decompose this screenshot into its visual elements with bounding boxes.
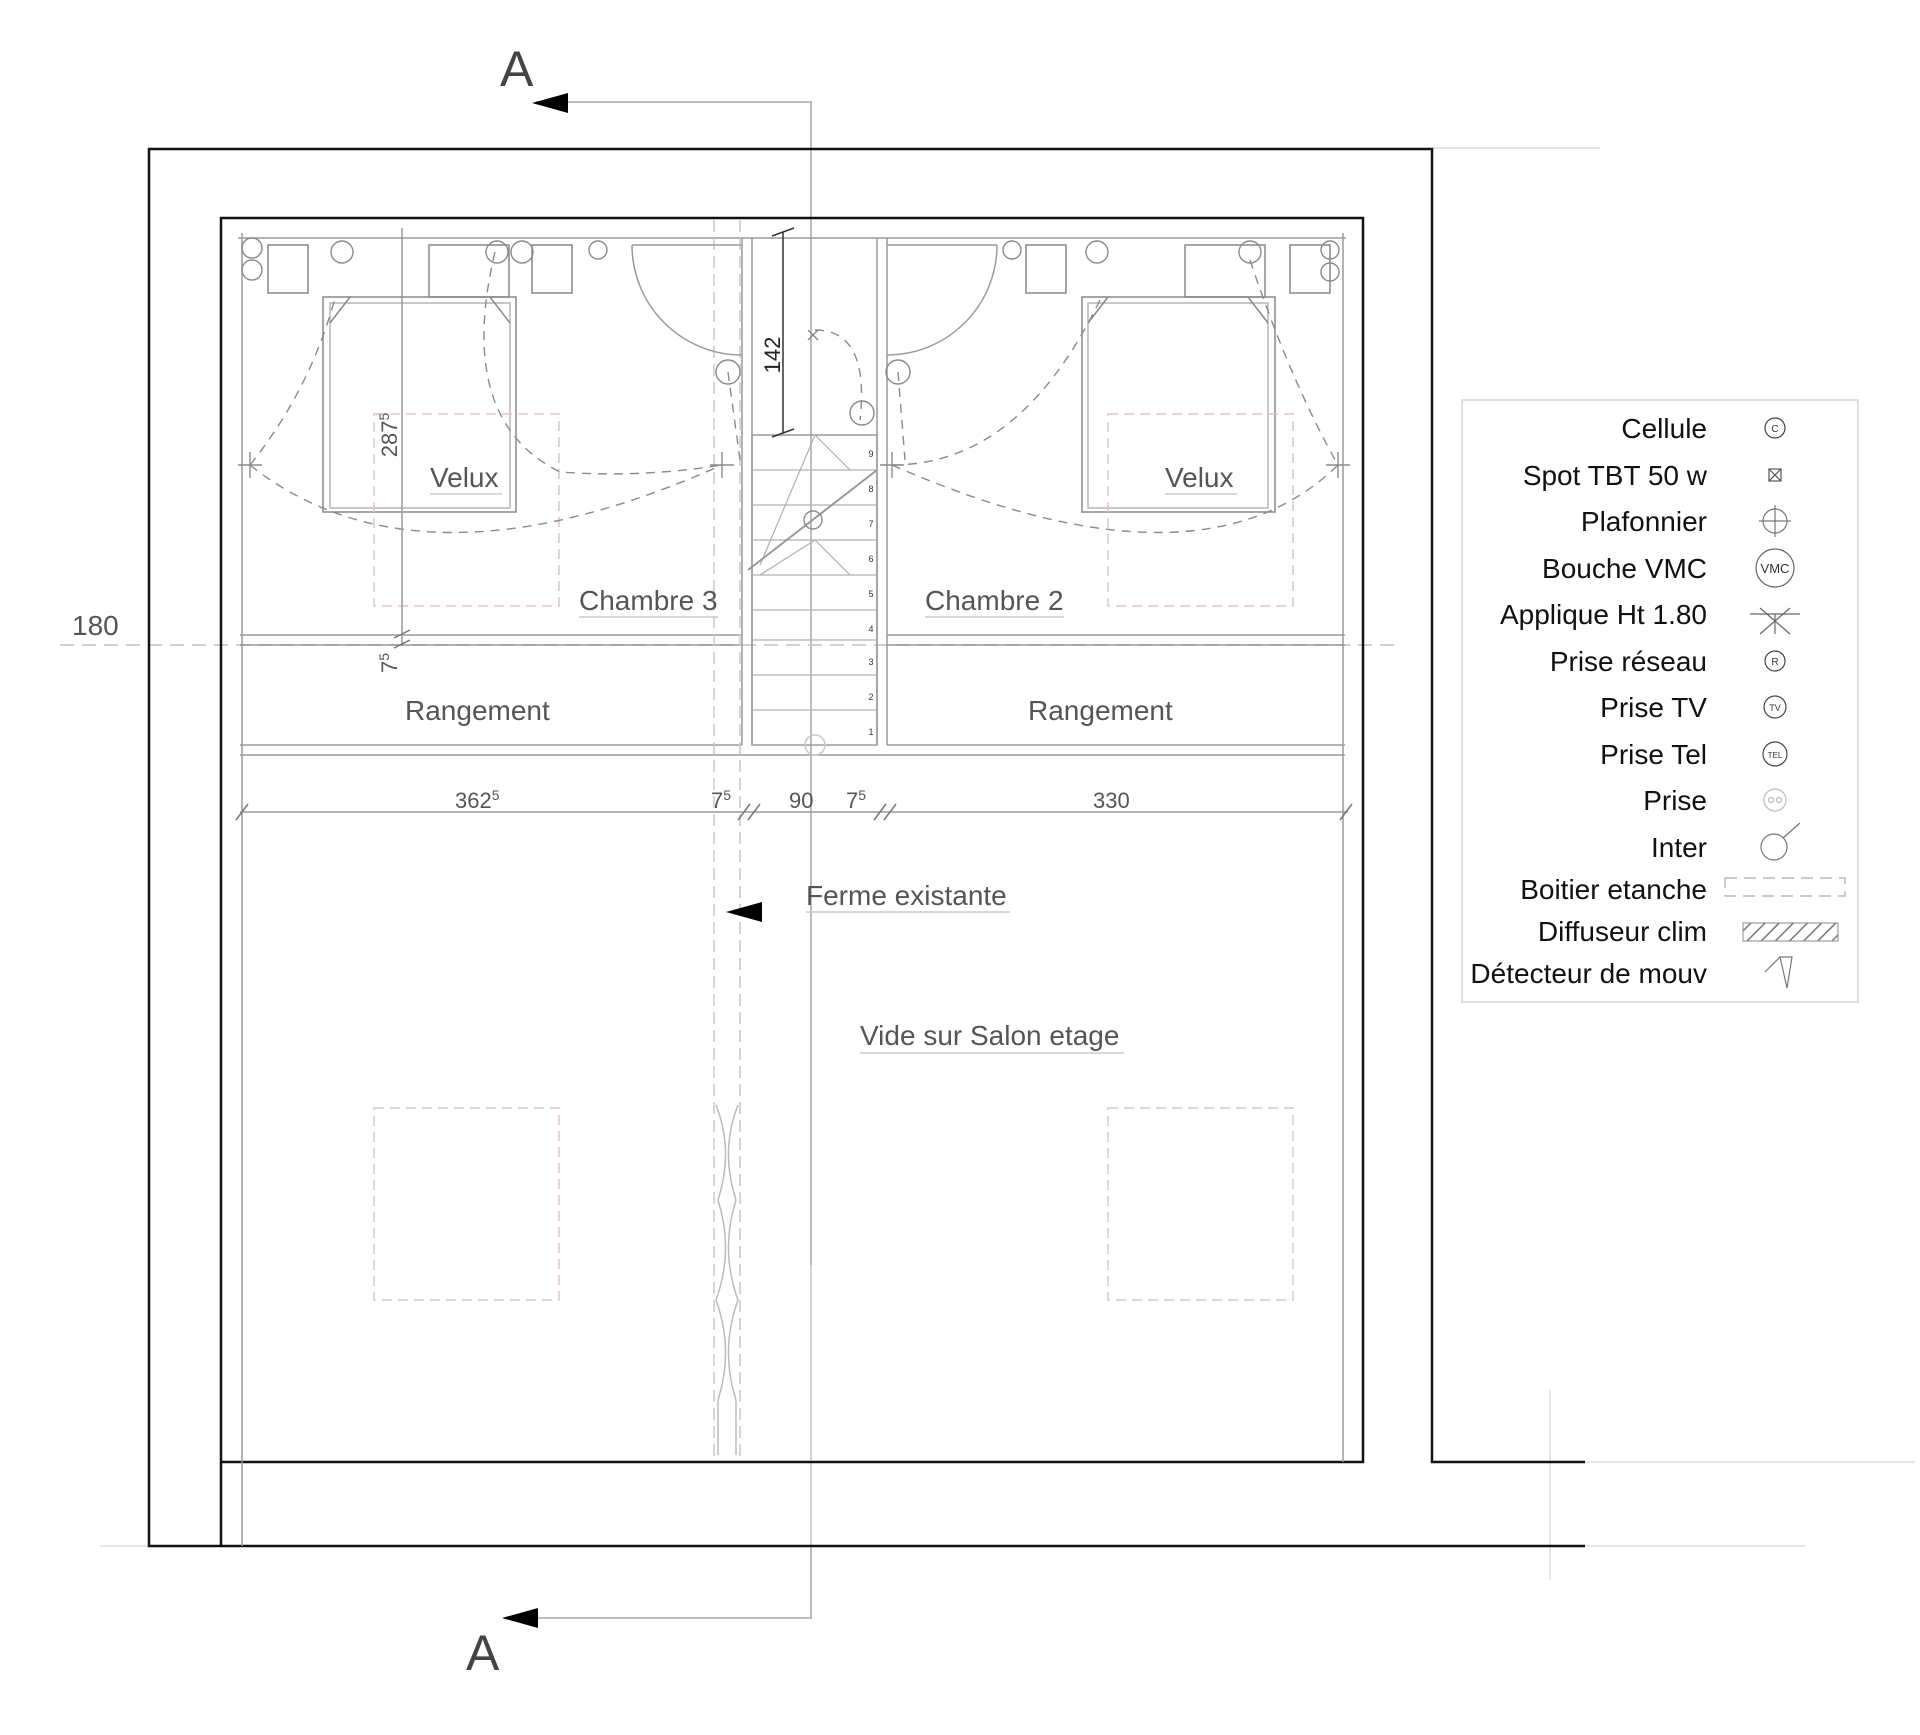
dim-362: 3625 — [455, 787, 500, 813]
level-180: 180 — [60, 610, 1400, 646]
doors — [631, 244, 998, 356]
dim-stair-142: 142 — [760, 337, 785, 374]
section-arrow-top — [532, 93, 568, 113]
dim-7-left: 75 — [711, 787, 731, 813]
legend-frame — [1461, 399, 1859, 1003]
section-arrow-bottom — [502, 1608, 538, 1628]
stair-step-4: 4 — [868, 624, 873, 634]
dimension-lines — [235, 227, 1353, 821]
detecteur-icon — [1764, 956, 1793, 989]
svg-text:VMC: VMC — [1761, 561, 1790, 576]
legend-label-applique: Applique Ht 1.80 — [1500, 599, 1707, 630]
legend-label-detecteur: Détecteur de mouv — [1470, 958, 1707, 989]
legend-label-boitier: Boitier etanche — [1520, 874, 1707, 905]
room-rangement-right: Rangement — [1028, 695, 1173, 726]
staircase: 1 2 3 4 5 6 7 8 9 — [747, 434, 878, 756]
extension-lines — [100, 147, 1915, 1580]
section-marker-bottom: A — [466, 1625, 500, 1681]
outer-wall — [147, 147, 1585, 1548]
legend-label-prise-tel: Prise Tel — [1600, 739, 1707, 770]
legend-label-diffuseur: Diffuseur clim — [1538, 916, 1707, 947]
applique-icon — [1750, 607, 1800, 635]
bed-left — [322, 296, 517, 513]
legend-label-spot: Spot TBT 50 w — [1523, 460, 1708, 491]
room-chambre3: Chambre 3 — [579, 585, 718, 616]
legend: Cellule Spot TBT 50 w Plafonnier Bouche … — [1461, 399, 1859, 1003]
label-vide-salon: Vide sur Salon etage — [860, 1020, 1119, 1051]
dim-90: 90 — [789, 788, 813, 813]
legend-label-prise: Prise — [1643, 785, 1707, 816]
plafonnier-icon — [1759, 505, 1791, 537]
stair-step-6: 6 — [868, 554, 873, 564]
stair-step-5: 5 — [868, 589, 873, 599]
legend-label-cellule: Cellule — [1621, 413, 1707, 444]
prise-tel-icon: TEL — [1762, 741, 1788, 767]
dim-330: 330 — [1093, 788, 1130, 813]
level-mark-label: 180 — [72, 610, 119, 641]
section-marker-top: A — [500, 41, 534, 97]
velux-left-label: Velux — [430, 462, 499, 493]
room-chambre2: Chambre 2 — [925, 585, 1064, 616]
legend-label-prise-tv: Prise TV — [1600, 692, 1707, 723]
dim-small-left: 75 — [376, 653, 402, 673]
prise-tv-icon: TV — [1763, 695, 1787, 719]
section-line: A A — [466, 41, 812, 1681]
svg-text:C: C — [1771, 424, 1778, 435]
label-ferme-existante: Ferme existante — [806, 880, 1007, 911]
legend-label-prise-reseau: Prise réseau — [1550, 646, 1707, 677]
bed-right — [1081, 296, 1276, 513]
dim-bed-depth: 2875 — [376, 413, 402, 458]
stair-step-9: 9 — [868, 449, 873, 459]
stair-step-3: 3 — [868, 657, 873, 667]
prise-reseau-icon: R — [1764, 650, 1786, 672]
furniture — [267, 244, 1331, 513]
stair-step-2: 2 — [868, 692, 873, 702]
truss — [713, 220, 762, 1460]
plan-labels: 142 2875 75 Velux Velux Chambre 3 Chambr… — [376, 337, 1237, 1054]
inter-icon — [1760, 822, 1801, 861]
dim-7-right: 75 — [846, 787, 866, 813]
svg-text:TEL: TEL — [1768, 751, 1783, 760]
vmc-icon: VMC — [1755, 548, 1795, 588]
partitions — [240, 238, 1345, 756]
stair-step-8: 8 — [868, 484, 873, 494]
prise-icon — [1763, 788, 1787, 812]
stair-step-1: 1 — [868, 727, 873, 737]
stair-step-7: 7 — [868, 519, 873, 529]
truss-arrow — [726, 902, 762, 922]
diffuseur-icon — [1742, 922, 1839, 942]
legend-label-vmc: Bouche VMC — [1542, 553, 1707, 584]
inner-wall — [219, 216, 1365, 1464]
cellule-icon: C — [1764, 417, 1786, 439]
spot-icon — [1768, 468, 1782, 482]
plan-symbols — [238, 237, 1350, 530]
boitier-icon — [1724, 877, 1846, 897]
legend-label-inter: Inter — [1651, 832, 1707, 863]
svg-text:TV: TV — [1769, 703, 1781, 713]
svg-text:R: R — [1771, 657, 1778, 668]
walls — [147, 147, 1585, 1548]
legend-label-plafonnier: Plafonnier — [1581, 506, 1707, 537]
room-rangement-left: Rangement — [405, 695, 550, 726]
velux-outlines — [373, 413, 1294, 1301]
velux-right-label: Velux — [1165, 462, 1234, 493]
